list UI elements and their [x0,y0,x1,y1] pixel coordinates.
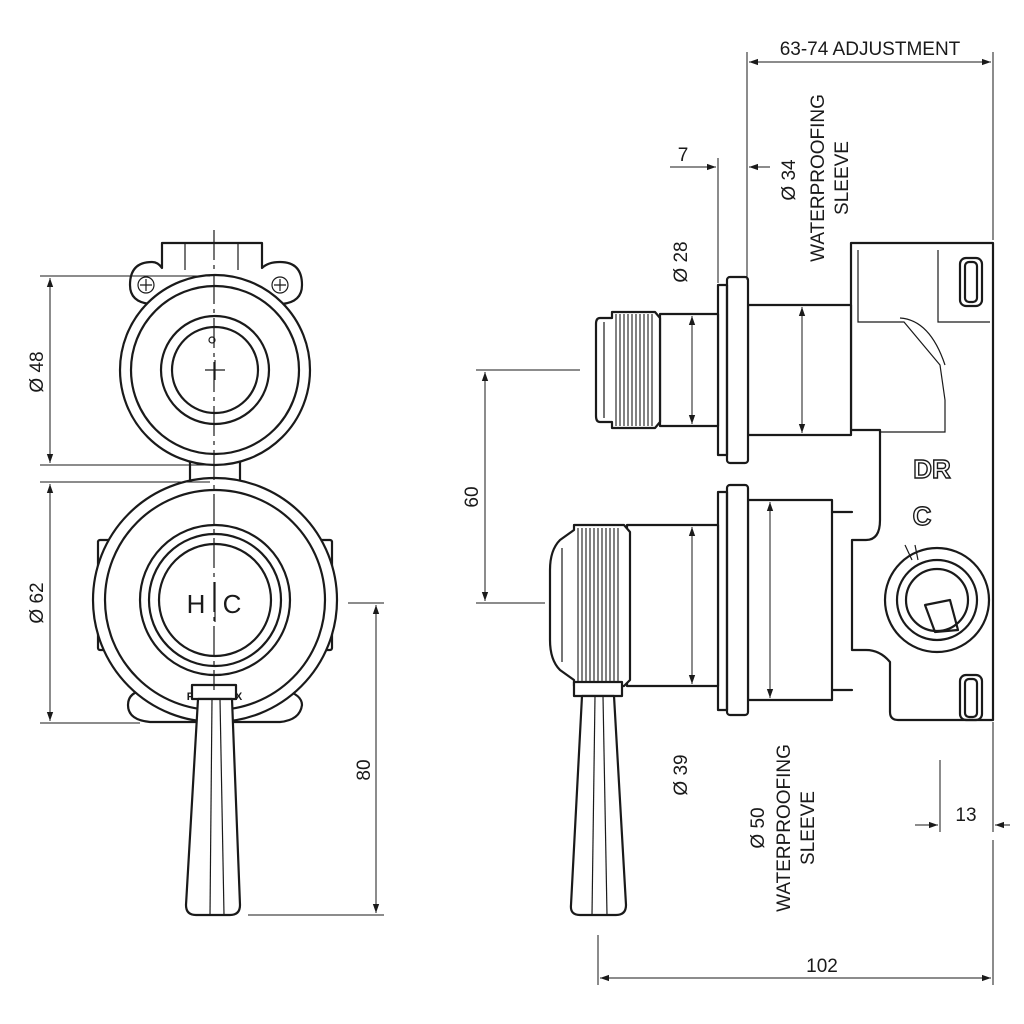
upper-sleeve [746,303,853,437]
dim-lower-spindle-diameter: Ø 39 [671,754,692,795]
side-dimensions: 63-74 ADJUSTMENT 7 Ø 28 Ø 34 WATERPROOFI… [462,39,1010,985]
dim-upper-sleeve-diameter: Ø 34 [779,159,800,201]
dim-adjustment: 63-74 ADJUSTMENT [780,39,961,60]
upper-sleeve-label-2: SLEEVE [832,141,853,215]
dim-upper-spindle-diameter: Ø 28 [671,241,692,282]
lower-sleeve [746,498,834,702]
lower-knurl [577,528,619,684]
side-lever-collar [572,680,624,698]
front-dimensions: Ø 48 Ø 62 80 [27,275,384,916]
lower-sleeve-label-1: WATERPROOFING [774,744,795,912]
knob-cold-mark: C [223,589,242,619]
dim-body-depth: 13 [955,805,976,826]
dim-lower-trim-diameter: Ø 62 [27,582,48,623]
dim-overall-depth: 102 [806,956,838,977]
lever-handle [184,697,242,917]
lower-sleeve-label-2: SLEEVE [798,791,819,865]
knob-hot-mark: H [187,589,206,619]
lower-flange [725,483,750,717]
outlet-port [883,546,991,654]
dim-lower-sleeve-diameter: Ø 50 [748,807,769,848]
upper-spindle [658,312,720,428]
upper-flange [725,275,750,465]
side-lever [569,694,628,917]
left-screw-icon [137,276,155,294]
body-mark-dr: DR [913,454,951,484]
body-mark-c: C [913,501,932,531]
upper-knurl [615,314,653,426]
right-screw-icon [271,276,289,294]
upper-sleeve-label-1: WATERPROOFING [808,94,829,262]
side-view: DR C [548,241,995,917]
dim-upper-trim-diameter: Ø 48 [27,351,48,392]
dim-flange-offset: 7 [678,145,689,166]
lower-spindle [625,523,720,688]
dim-lever-length: 80 [354,759,375,780]
upper-knob-dot [208,336,216,344]
front-view: H C PHOENIX [91,230,339,917]
dim-centre-distance: 60 [462,486,483,507]
